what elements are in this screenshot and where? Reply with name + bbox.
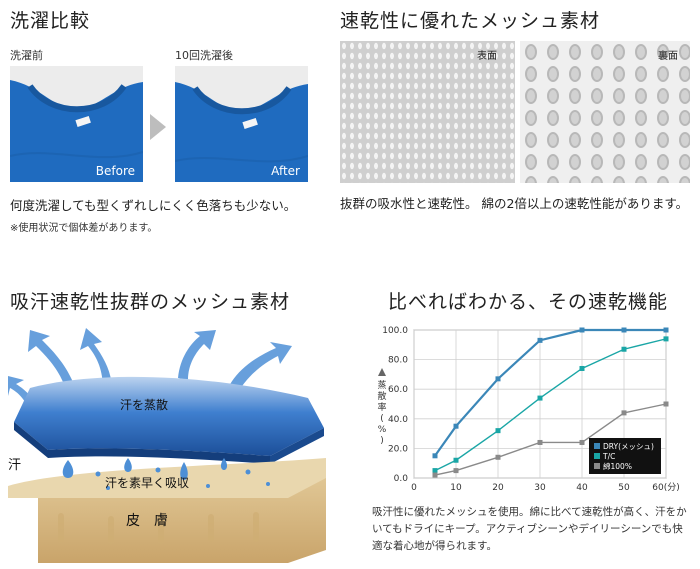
data-point — [579, 365, 585, 371]
data-point — [663, 327, 669, 333]
data-point — [621, 346, 627, 352]
chart-title: 比べればわかる、その速乾機能 — [388, 291, 669, 313]
label-sweat: 汗 — [8, 458, 22, 473]
wash-title: 洗濯比較 — [10, 10, 91, 32]
wash-description: 何度洗濯しても型くずれしにくく色落ちも少ない。 — [10, 198, 297, 213]
data-point — [537, 337, 543, 343]
data-point — [495, 376, 501, 382]
data-point — [537, 395, 543, 401]
mesh-front-photo: 表面 — [340, 41, 515, 183]
data-point — [663, 401, 669, 407]
y-axis-label-char: 率 — [377, 401, 386, 413]
label-disperse: 汗を蒸散 — [120, 398, 169, 412]
y-tick-label: 40.0 — [388, 415, 408, 425]
data-point — [537, 439, 543, 445]
data-point — [621, 410, 627, 416]
y-tick-label: 80.0 — [388, 356, 408, 366]
x-tick-label: 10 — [450, 483, 462, 493]
data-point — [579, 327, 585, 333]
x-tick-label: 30 — [534, 483, 546, 493]
data-point — [495, 428, 501, 434]
data-point — [432, 468, 438, 474]
y-tick-label: 20.0 — [388, 444, 408, 454]
data-point — [453, 423, 459, 429]
after-label: After — [271, 164, 300, 178]
arrow-right-icon — [148, 112, 168, 146]
legend-swatch — [594, 443, 600, 449]
ylabel-arrow-icon — [378, 368, 386, 376]
x-tick-label: 0 — [411, 483, 417, 493]
data-point — [495, 454, 501, 460]
before-shirt-photo: Before — [10, 66, 143, 182]
y-axis-label-char: 蒸 — [377, 379, 386, 391]
mesh-back-photo: 裏面 — [520, 41, 690, 183]
legend-swatch — [594, 463, 600, 469]
legend-label: T/C — [602, 452, 615, 461]
mesh-front-label: 表面 — [477, 51, 497, 62]
y-axis-label-char: ( — [380, 414, 384, 424]
data-point — [453, 468, 459, 474]
legend-swatch — [594, 453, 600, 459]
legend-box — [589, 438, 661, 474]
wash-note: ※使用状況で個体差があります。 — [10, 223, 158, 234]
data-point — [453, 457, 459, 463]
x-tick-label: 60(分) — [652, 482, 679, 493]
chart-description: 吸汗性に優れたメッシュを使用。綿に比べて速乾性が高く、汗をかいてもドライにキープ… — [372, 506, 687, 552]
before-caption: 洗濯前 — [10, 49, 43, 62]
data-point — [579, 439, 585, 445]
label-absorb: 汗を素早く吸収 — [105, 476, 190, 490]
y-axis-label-char: % — [378, 425, 387, 435]
y-axis-label-char: ) — [380, 436, 384, 446]
y-tick-label: 60.0 — [388, 385, 408, 395]
diagram-title: 吸汗速乾性抜群のメッシュ素材 — [10, 291, 291, 313]
x-tick-label: 20 — [492, 483, 504, 493]
mesh-title: 速乾性に優れたメッシュ素材 — [340, 10, 601, 32]
after-shirt-photo: After — [175, 66, 308, 182]
chart-svg: 0.0 20.0 40.0 60.0 80.0 100.0 0 10 20 30 40 50 60(分)… — [377, 326, 679, 493]
x-tick-label: 40 — [576, 483, 588, 493]
legend-label: DRY(メッシュ) — [603, 442, 654, 451]
y-tick-label: 0.0 — [394, 474, 409, 484]
sweat-diagram: 汗を蒸散 汗 汗を素早く吸収 皮 膚 — [8, 318, 330, 563]
x-tick-label: 50 — [618, 483, 630, 493]
after-caption: 10回洗濯後 — [175, 49, 233, 62]
before-label: Before — [95, 164, 135, 178]
data-point — [663, 336, 669, 342]
legend-label: 綿100% — [603, 461, 632, 471]
y-tick-label: 100.0 — [382, 326, 408, 336]
label-skin: 皮 膚 — [126, 513, 168, 529]
data-point — [432, 453, 438, 459]
data-point — [432, 472, 438, 478]
mesh-description: 抜群の吸水性と速乾性。 綿の2倍以上の速乾性能があります。 — [340, 196, 689, 211]
y-axis-label-char: 散 — [377, 390, 386, 402]
mesh-back-label: 裏面 — [658, 51, 678, 62]
data-point — [621, 327, 627, 333]
drying-chart: 0.0 20.0 40.0 60.0 80.0 100.0 0 10 20 30 40 50 60(分)… — [336, 318, 694, 498]
